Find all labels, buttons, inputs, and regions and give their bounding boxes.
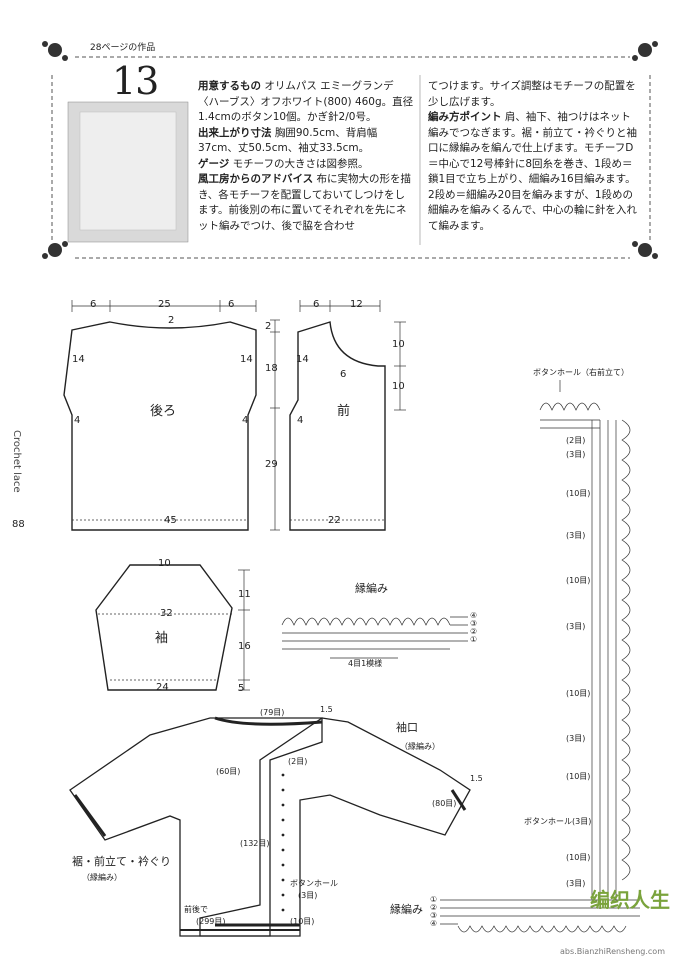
side-count-3: (10目)	[566, 489, 591, 498]
side-count-7: (10目)	[566, 689, 591, 698]
label-buttonhole: ボタンホール	[290, 879, 338, 888]
dim-front-v1: 10	[392, 339, 405, 350]
dim-back-top-2: 25	[158, 299, 171, 310]
points-text: 肩、袖下、袖つけはネット編みでつなぎます。裾・前立て・衿ぐりと袖口に縁編みを編ん…	[428, 111, 637, 232]
row2-num-2: ②	[430, 903, 438, 912]
count-2: (2目)	[288, 757, 308, 766]
dim-back-bottom: 45	[164, 515, 177, 526]
front-piece-outline	[289, 321, 386, 531]
dim-back-armhole-r: 14	[240, 354, 253, 365]
label-hem: 裾・前立て・衿ぐり	[72, 855, 171, 868]
bullet-materials: 用意するもの	[198, 80, 261, 92]
side-count-2: (3目)	[566, 450, 586, 459]
count-60: (60目)	[216, 767, 241, 776]
rose-ornament-icon	[42, 41, 658, 259]
dim-front-armhole: 14	[296, 354, 309, 365]
side-count-10: (10目)	[566, 853, 591, 862]
label-cuff: 袖口	[396, 721, 418, 734]
finished-garment-outline	[69, 716, 471, 937]
watermark-logo: 编织人生	[590, 888, 670, 912]
dim-sleeve-top: 10	[158, 558, 171, 569]
row-num-2: ②	[470, 627, 478, 636]
buttonhole-chart	[440, 380, 640, 933]
row2-num-1: ①	[430, 895, 438, 904]
row-num-1: ①	[470, 635, 478, 644]
edging-swatch	[281, 616, 468, 659]
advice-text: 布に実物大の形を描き、各モチーフを配置しておいてしつけをします。前後別の布に置い…	[198, 173, 412, 232]
bullet-size: 出来上がり寸法	[198, 126, 272, 139]
label-buttonhole-3: ボタンホール(3目)	[524, 817, 592, 826]
dim-front-neck: 6	[340, 369, 347, 380]
gauge-text: モチーフの大きさは図参照。	[232, 157, 369, 170]
back-piece-outline	[63, 321, 257, 531]
side-count-9: (10目)	[566, 772, 591, 781]
count-132: (132目)	[240, 839, 270, 848]
dim-front-v2: 10	[392, 381, 405, 392]
row-num-4: ④	[470, 611, 478, 620]
page-ref: 28ページの作品	[90, 43, 156, 53]
dim-v-2: 2	[265, 321, 272, 332]
label-buttonhole-count: (3目)	[298, 891, 318, 900]
bullet-points: 編み方ポイント	[428, 111, 502, 123]
side-count-4: (3目)	[566, 531, 586, 540]
bullet-advice: 風工房からのアドバイス	[198, 173, 314, 185]
instructions-col-1: 用意するもの オリムパス エミーグランデ〈ハーブス〉オフホワイト(800) 46…	[198, 79, 414, 234]
side-count-1: (2目)	[566, 436, 586, 445]
materials-text: オリムパス エミーグランデ〈ハーブス〉オフホワイト(800) 460g。直径1.…	[198, 80, 414, 123]
dim-back-side: 4	[74, 415, 81, 426]
label-edging-2: 縁編み	[390, 903, 423, 916]
dim-sleeve-v1: 11	[238, 589, 251, 600]
dim-sleeve-mid: 32	[160, 608, 173, 619]
advice-cont-text: てつけます。サイズ調整はモチーフの配置を少し広げます。	[428, 80, 636, 108]
dim-front-top-1: 6	[313, 299, 320, 310]
label-hem-sub: （縁編み）	[82, 873, 122, 882]
sleeve-piece-outline	[95, 564, 233, 691]
count-80: (80目)	[432, 799, 457, 808]
dim-front-side: 4	[297, 415, 304, 426]
row-num-3: ③	[470, 619, 478, 628]
label-edging-repeat: 4目1模様	[348, 659, 383, 668]
dim-back-top-3: 6	[228, 299, 235, 310]
bullet-gauge: ゲージ	[198, 157, 230, 170]
side-count-5: (10目)	[566, 576, 591, 585]
label-edging: 縁編み	[355, 582, 388, 595]
label-front-back: 前後で	[184, 905, 208, 914]
dim-back-armhole: 14	[72, 354, 85, 365]
dim-sleeve-v3: 5	[238, 683, 245, 694]
dim-v-18: 18	[265, 363, 278, 374]
dim-sleeve-v2: 16	[238, 641, 251, 652]
label-buttonhole-title: ボタンホール（右前立て）	[533, 368, 629, 377]
watermark-url: abs.BianzhiRensheng.com	[560, 947, 665, 956]
label-cuff-sub: （縁編み）	[400, 742, 440, 751]
count-15a: 1.5	[320, 705, 333, 714]
dim-back-top-1: 6	[90, 299, 97, 310]
instructions-col-2: てつけます。サイズ調整はモチーフの配置を少し広げます。 編み方ポイント 肩、袖下…	[428, 79, 640, 234]
side-count-8: (3目)	[566, 734, 586, 743]
count-15b: 1.5	[470, 774, 483, 783]
size-text: 胸囲90.5cm、背肩幅37cm、丈50.5cm、袖丈33.5cm。	[198, 126, 378, 155]
row2-num-3: ③	[430, 911, 438, 920]
dim-back-side-r: 4	[242, 415, 249, 426]
count-10: (10目)	[290, 917, 315, 926]
dim-front-top-2: 12	[350, 299, 363, 310]
label-front: 前	[337, 404, 351, 419]
work-number: 13	[112, 59, 159, 103]
side-count-6: (3目)	[566, 622, 586, 631]
side-title: Crochet lace	[11, 430, 22, 493]
side-count-11: (3目)	[566, 879, 586, 888]
count-79: (79目)	[260, 708, 285, 717]
label-back: 後ろ	[150, 404, 177, 419]
label-sleeve: 袖	[155, 631, 169, 646]
button-marks	[281, 773, 285, 912]
row2-num-4: ④	[430, 919, 438, 928]
page-number: 88	[12, 519, 25, 530]
dim-v-29: 29	[265, 459, 278, 470]
dim-back-neck: 2	[168, 315, 175, 326]
dim-sleeve-bottom: 24	[156, 682, 169, 693]
dim-front-bottom: 22	[328, 515, 341, 526]
label-front-back-count: (299目)	[196, 917, 226, 926]
